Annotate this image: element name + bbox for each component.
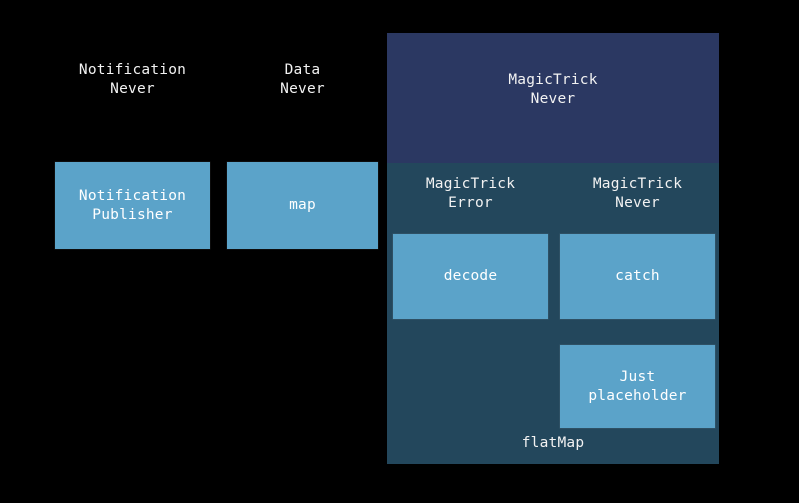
operator-map[interactable]: map — [227, 162, 378, 249]
catch-output-type-label: MagicTrick Never — [592, 176, 683, 211]
operator-just-placeholder[interactable]: Just placeholder — [560, 345, 715, 428]
operator-notification-publisher[interactable]: Notification Publisher — [55, 162, 210, 249]
operator-decode[interactable]: decode — [393, 234, 548, 319]
operator-catch[interactable]: catch — [560, 234, 715, 319]
flatmap-inner-container: MagicTrick Error MagicTrick Never decode… — [387, 163, 719, 464]
flatmap-outer-container: MagicTrick Never — [387, 33, 719, 163]
flatmap-outer-type-label: MagicTrick Never — [508, 72, 598, 107]
map-output-type-label: Data Never — [280, 62, 325, 97]
notification-publisher-type-label: Notification Never — [78, 62, 187, 97]
flatmap-label: flatMap — [521, 435, 585, 451]
decode-output-type-label: MagicTrick Error — [425, 176, 516, 211]
